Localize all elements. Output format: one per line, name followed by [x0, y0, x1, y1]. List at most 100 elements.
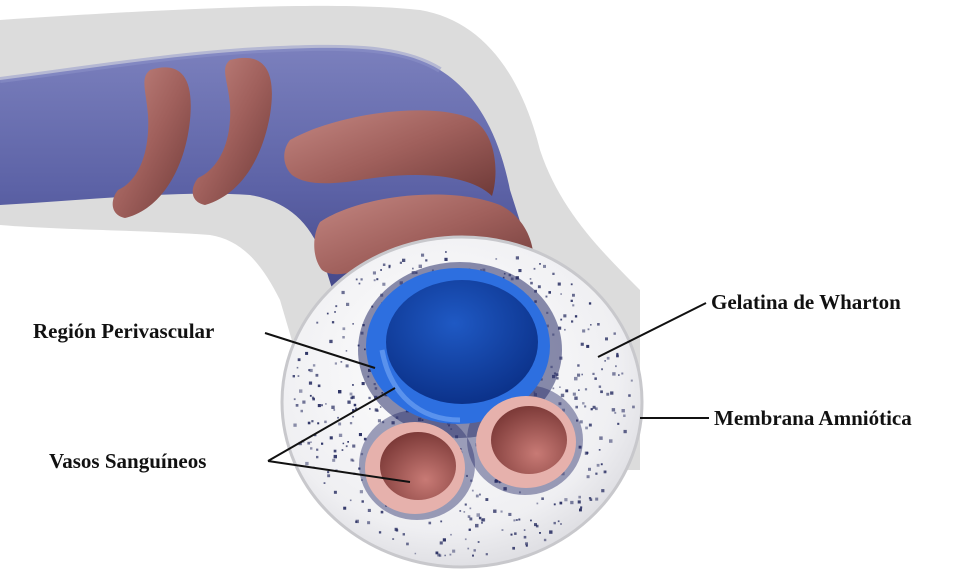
cell-dot — [361, 278, 363, 280]
cell-dot — [360, 490, 363, 493]
cell-dot — [298, 358, 301, 361]
cell-dot — [554, 522, 556, 524]
cell-dot — [293, 424, 296, 427]
cell-dot — [444, 555, 446, 557]
cell-dot — [475, 524, 479, 528]
cell-dot — [338, 423, 341, 426]
cell-dot — [321, 404, 323, 406]
cell-dot — [392, 538, 394, 540]
cell-dot — [623, 415, 626, 418]
cell-dot — [595, 498, 598, 501]
cell-dot — [622, 409, 625, 412]
cell-dot — [544, 539, 546, 541]
cell-dot — [482, 518, 485, 521]
cell-dot — [479, 494, 481, 496]
cell-dot — [558, 283, 561, 286]
cell-dot — [530, 282, 533, 285]
cell-dot — [464, 511, 466, 513]
cell-dot — [350, 397, 353, 400]
cell-dot — [380, 269, 382, 271]
amniotic-membrane-label: Membrana Amniótica — [714, 408, 912, 429]
cell-dot — [307, 442, 310, 445]
cell-dot — [311, 420, 313, 422]
cell-dot — [316, 456, 318, 458]
cell-dot — [380, 406, 382, 408]
cell-dot — [472, 555, 474, 557]
cell-dot — [450, 554, 452, 556]
cell-dot — [305, 462, 308, 465]
cell-dot — [588, 468, 591, 471]
cell-dot — [359, 283, 361, 285]
cell-dot — [573, 393, 576, 396]
cell-dot — [578, 389, 580, 391]
cell-dot — [530, 278, 532, 280]
cell-dot — [403, 533, 405, 535]
umbilical-artery-right — [476, 396, 576, 488]
cell-dot — [631, 380, 633, 382]
cell-dot — [350, 500, 352, 502]
cell-dot — [443, 538, 446, 541]
cell-dot — [437, 554, 440, 557]
cell-dot — [310, 395, 312, 397]
cell-dot — [330, 436, 333, 439]
cell-dot — [587, 475, 590, 478]
cell-dot — [604, 360, 606, 362]
cell-dot — [373, 271, 376, 274]
cell-dot — [452, 550, 455, 553]
perivascular-region-label: Región Perivascular — [33, 321, 214, 342]
cell-dot — [592, 373, 594, 375]
cell-dot — [537, 503, 539, 505]
cell-dot — [356, 279, 358, 281]
cell-dot — [334, 491, 337, 494]
cell-dot — [389, 265, 391, 267]
cell-dot — [379, 531, 381, 533]
cell-dot — [337, 417, 339, 419]
cell-dot — [346, 445, 348, 447]
cell-dot — [374, 279, 376, 281]
cell-dot — [352, 384, 354, 386]
cell-dot — [352, 323, 354, 325]
cell-dot — [296, 404, 299, 407]
cell-dot — [395, 528, 398, 531]
cell-dot — [334, 450, 337, 453]
cell-dot — [597, 464, 600, 467]
cell-dot — [543, 265, 546, 268]
cell-dot — [577, 364, 579, 366]
cell-dot — [534, 523, 537, 526]
cell-dot — [477, 513, 481, 517]
cell-dot — [624, 430, 627, 433]
cell-dot — [581, 343, 584, 346]
cell-dot — [600, 390, 603, 393]
cell-dot — [476, 495, 479, 498]
cell-dot — [332, 459, 335, 462]
cell-dot — [342, 291, 345, 294]
cell-dot — [334, 455, 337, 458]
cell-dot — [343, 327, 346, 330]
cell-dot — [297, 367, 299, 369]
cell-dot — [554, 503, 556, 505]
cell-dot — [590, 324, 592, 326]
cell-dot — [538, 285, 541, 288]
cell-dot — [312, 397, 314, 399]
cell-dot — [582, 329, 585, 332]
cell-dot — [359, 433, 362, 436]
cell-dot — [316, 449, 318, 451]
cell-dot — [534, 268, 536, 270]
cell-dot — [470, 508, 472, 510]
cell-dot — [376, 278, 378, 280]
cell-dot — [383, 264, 386, 267]
cell-dot — [512, 547, 515, 550]
cell-dot — [599, 449, 601, 451]
cell-dot — [511, 534, 513, 536]
cell-dot — [310, 441, 312, 443]
cell-dot — [402, 259, 405, 262]
cell-dot — [308, 422, 311, 425]
cell-dot — [309, 382, 312, 385]
cell-dot — [628, 394, 631, 397]
cell-dot — [614, 412, 616, 414]
cell-dot — [525, 542, 528, 545]
cell-dot — [518, 519, 520, 521]
cell-dot — [429, 522, 432, 525]
cell-dot — [565, 389, 568, 392]
cell-dot — [445, 251, 447, 253]
